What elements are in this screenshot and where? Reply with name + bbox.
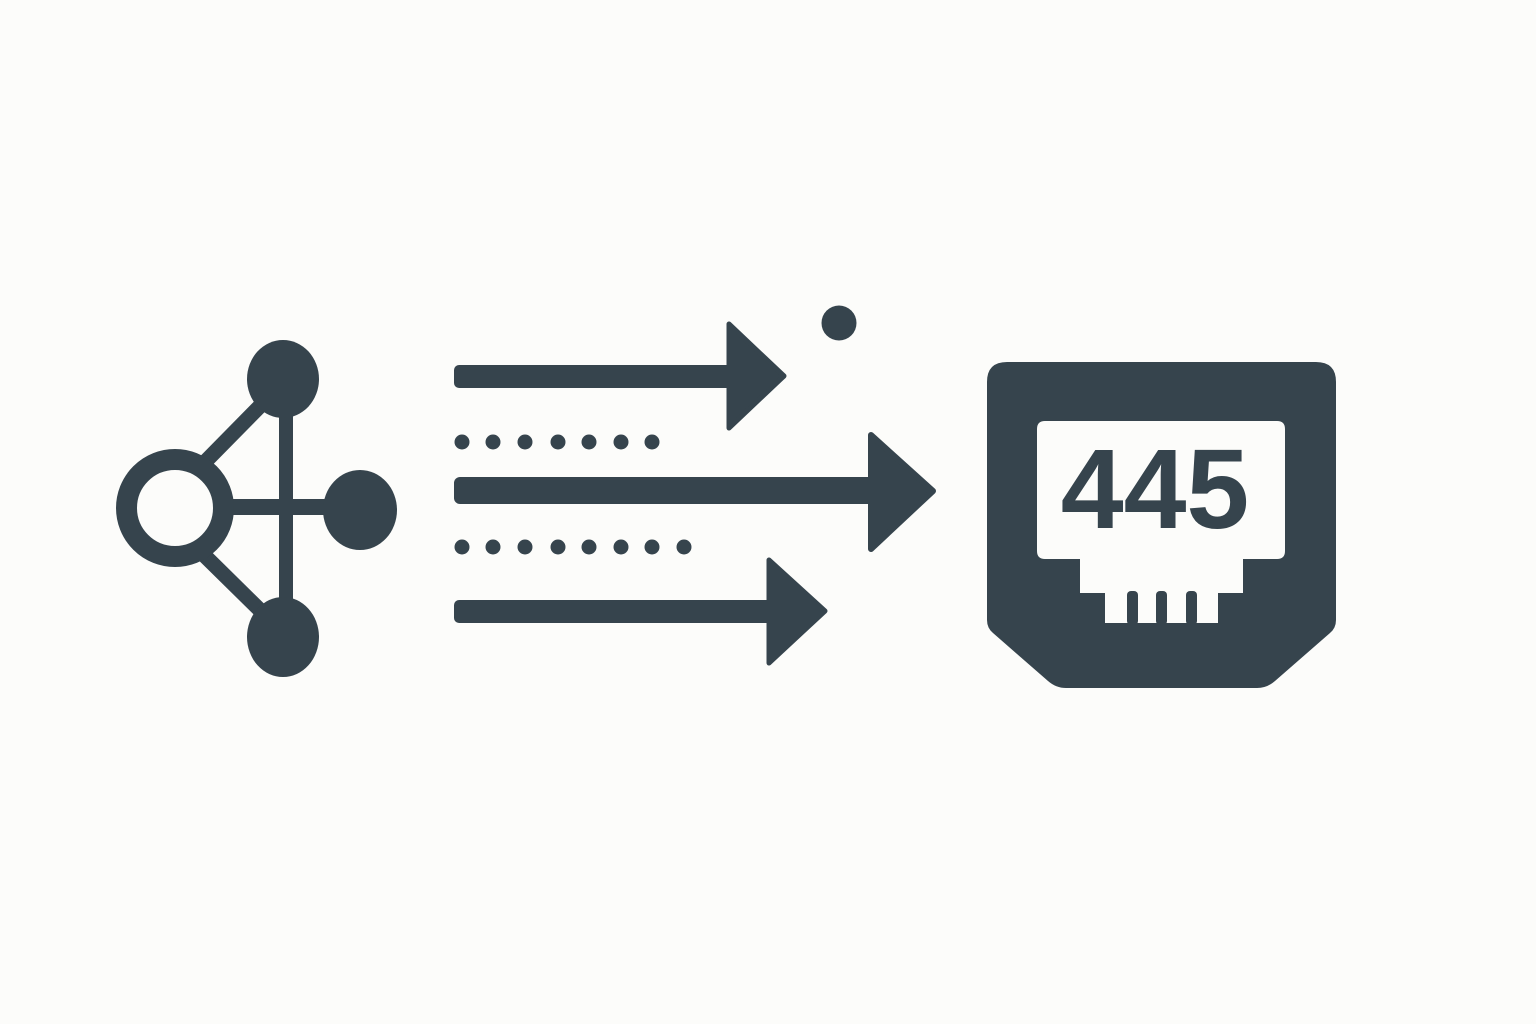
arrow-bottom-shaft (454, 600, 779, 623)
arrow-middle-head (868, 432, 936, 552)
arrow-middle-shaft (454, 477, 879, 504)
dot-row-lower (454, 539, 692, 555)
arrow-bottom-head (766, 557, 828, 666)
ethernet-port-icon: 445 (987, 362, 1336, 688)
arrow-middle (454, 432, 936, 552)
port-number-label: 445 (1061, 426, 1250, 552)
top-node (247, 340, 319, 418)
port-cutout (1037, 421, 1285, 623)
hub-node-ring (116, 449, 234, 567)
arrow-top-head (726, 321, 787, 431)
arrow-bottom (454, 557, 828, 666)
data-flow-arrows-icon (454, 305, 936, 666)
stray-dot (821, 305, 857, 341)
port-contacts (1127, 591, 1197, 625)
right-node (323, 470, 397, 550)
dot-row-upper (454, 434, 660, 450)
arrow-top-shaft (454, 365, 739, 388)
network-nodes-icon (116, 340, 397, 677)
bottom-node (247, 597, 319, 677)
arrow-top (454, 321, 787, 431)
